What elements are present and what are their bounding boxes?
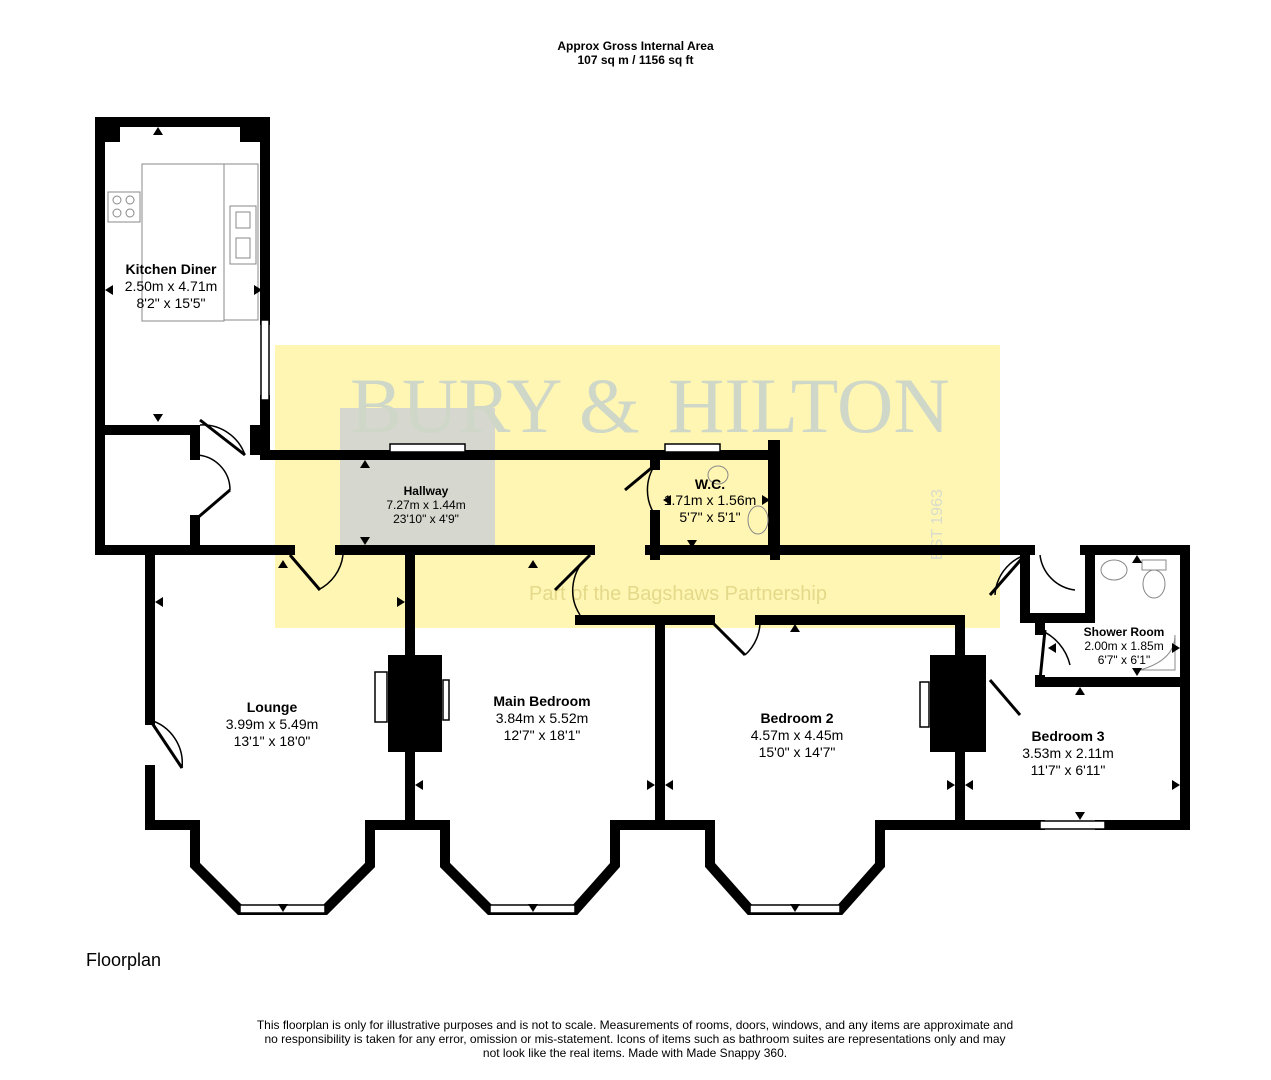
toilet-icon [1141, 559, 1167, 571]
area-value: 107 sq m / 1156 sq ft [577, 53, 694, 67]
watermark-logo-box [340, 408, 495, 555]
area-title: Approx Gross Internal Area [557, 39, 714, 53]
room-main-bedroom: Main Bedroom 3.84m x 5.52m 12'7" x 18'1" [493, 693, 590, 743]
room-imperial: 8'2" x 15'5" [137, 295, 206, 311]
room-shower-room: Shower Room 2.00m x 1.85m 6'7" x 6'1" [1084, 625, 1165, 667]
room-name: Kitchen Diner [125, 261, 217, 277]
shower-icon [1139, 634, 1176, 671]
room-metric: 3.84m x 5.52m [496, 710, 589, 726]
chimney-breast [388, 655, 442, 752]
watermark-brand-1: BURY & [350, 362, 640, 449]
room-metric: 1.71m x 1.56m [664, 492, 757, 508]
fireplace-icon [919, 681, 930, 728]
chimney-breast [930, 655, 986, 752]
basin-icon [1100, 559, 1128, 581]
watermark-est: EST 1963 [929, 489, 946, 560]
room-name: Shower Room [1084, 625, 1165, 639]
room-name: W.C. [695, 476, 725, 492]
sink-icon [229, 205, 257, 265]
fireplace-icon [442, 679, 450, 721]
fireplace-icon [374, 671, 388, 723]
dimension-arrows [105, 127, 1180, 912]
room-imperial: 23'10" x 4'9" [393, 512, 459, 526]
room-metric: 2.50m x 4.71m [125, 278, 218, 294]
room-name: Lounge [247, 699, 298, 715]
hob-icon [107, 191, 141, 223]
room-wc: W.C. 1.71m x 1.56m 5'7" x 5'1" [664, 476, 757, 525]
room-imperial: 13'1" x 18'0" [234, 733, 311, 749]
room-metric: 3.53m x 2.11m [1022, 745, 1114, 761]
room-imperial: 12'7" x 18'1" [504, 727, 581, 743]
room-imperial: 5'7" x 5'1" [679, 509, 740, 525]
room-imperial: 11'7" x 6'11" [1031, 762, 1106, 778]
toilet-icon [747, 505, 769, 535]
room-imperial: 15'0" x 14'7" [759, 744, 836, 760]
room-imperial: 6'7" x 6'1" [1098, 653, 1150, 667]
room-bedroom-2: Bedroom 2 4.57m x 4.45m 15'0" x 14'7" [751, 710, 844, 760]
room-name: Bedroom 3 [1031, 728, 1104, 744]
disclaimer: This floorplan is only for illustrative … [256, 1018, 1014, 1060]
room-name: Hallway [404, 484, 449, 498]
doors [148, 418, 1076, 769]
watermark-brand-2: HILTON [668, 362, 950, 449]
room-name: Bedroom 2 [760, 710, 833, 726]
room-metric: 3.99m x 5.49m [226, 716, 319, 732]
basin-icon [707, 465, 729, 485]
watermark-tagline: Part of the Bagshaws Partnership [529, 583, 827, 605]
sanitary-fittings [707, 465, 1176, 671]
room-metric: 7.27m x 1.44m [386, 498, 465, 512]
room-metric: 4.57m x 4.45m [751, 727, 844, 743]
room-name: Main Bedroom [493, 693, 590, 709]
room-hallway: Hallway 7.27m x 1.44m 23'10" x 4'9" [386, 484, 465, 526]
room-bedroom-3: Bedroom 3 3.53m x 2.11m 11'7" x 6'11" [1022, 728, 1114, 778]
room-metric: 2.00m x 1.85m [1084, 639, 1163, 653]
room-lounge: Lounge 3.99m x 5.49m 13'1" x 18'0" [226, 699, 319, 749]
floor-label: Floorplan [86, 950, 162, 970]
room-kitchen-diner: Kitchen Diner 2.50m x 4.71m 8'2" x 15'5" [125, 261, 218, 311]
kitchen-fittings [107, 163, 259, 322]
